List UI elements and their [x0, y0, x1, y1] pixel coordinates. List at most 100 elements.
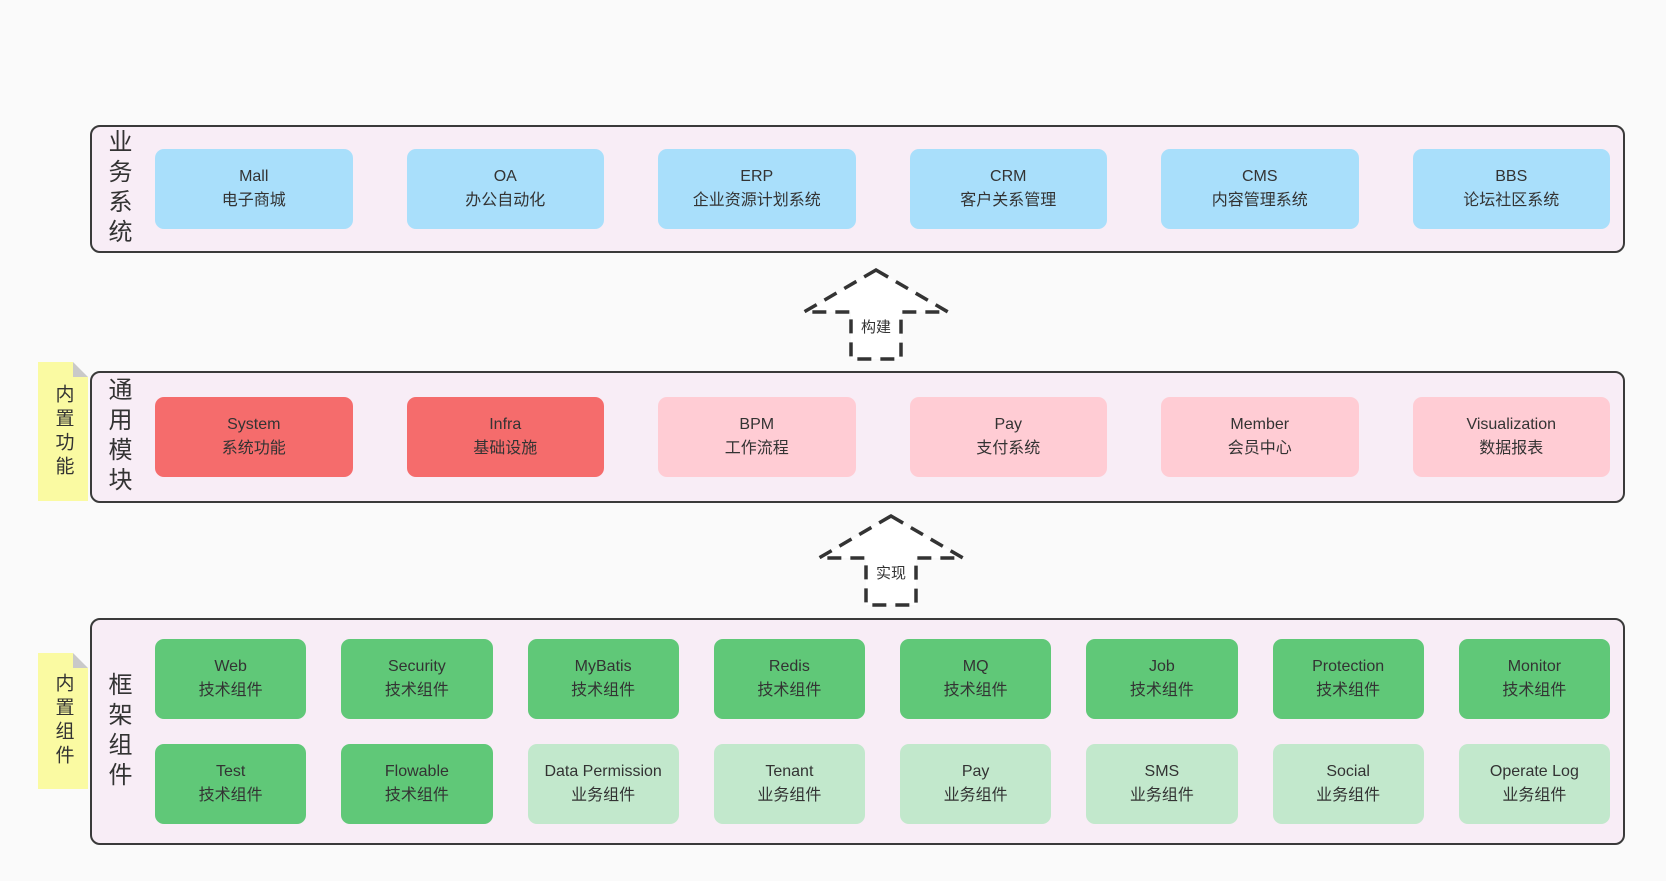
box-title: Redis	[768, 658, 810, 675]
box-title: BPM	[739, 416, 775, 433]
box-redis: Redis 技术组件	[713, 639, 865, 719]
business-systems-boxes: Mall 电子商城 OA 办公自动化 ERP 企业资源计划系统 CRM 客户关系…	[155, 127, 1610, 251]
box-job: Job 技术组件	[1086, 639, 1238, 719]
business-systems-label: 业务系统	[104, 129, 131, 249]
box-title: Pay	[961, 763, 990, 780]
folded-corner-icon	[73, 362, 88, 377]
box-title: Infra	[489, 416, 522, 433]
implement-arrow-label: 实现	[876, 565, 906, 582]
common-modules-container: 通用模块 System 系统功能 Infra 基础设施 BPM 工作流程 Pay…	[90, 371, 1625, 503]
box-subtitle: 数据报表	[1479, 440, 1544, 457]
box-title: MQ	[962, 658, 989, 675]
box-title: CRM	[990, 168, 1027, 185]
box-test: Test 技术组件	[155, 744, 307, 824]
box-title: Visualization	[1466, 416, 1557, 433]
box-subtitle: 业务组件	[1316, 787, 1381, 804]
box-subtitle: 企业资源计划系统	[692, 192, 821, 209]
framework-components-boxes: Web 技术组件 Security 技术组件 MyBatis 技术组件 Redi…	[155, 620, 1610, 843]
box-system: System 系统功能	[155, 397, 353, 477]
box-title: Job	[1148, 658, 1175, 675]
common-modules-boxes: System 系统功能 Infra 基础设施 BPM 工作流程 Pay 支付系统…	[155, 373, 1610, 501]
box-title: Tenant	[765, 763, 814, 780]
framework-components-container: 框架组件 Web 技术组件 Security 技术组件 MyBatis 技术组件…	[90, 618, 1625, 845]
box-web: Web 技术组件	[155, 639, 307, 719]
built-in-features-note: 内置功能	[38, 362, 88, 501]
box-title: SMS	[1144, 763, 1180, 780]
build-arrow-label: 构建	[861, 319, 891, 336]
box-subtitle: 技术组件	[384, 682, 449, 699]
box-title: Flowable	[384, 763, 449, 780]
box-subtitle: 业务组件	[1129, 787, 1194, 804]
box-title: Pay	[994, 416, 1023, 433]
box-cms: CMS 内容管理系统	[1161, 149, 1359, 229]
box-sms: SMS 业务组件	[1086, 744, 1238, 824]
box-crm: CRM 客户关系管理	[909, 149, 1107, 229]
box-bpm: BPM 工作流程	[658, 397, 856, 477]
box-subtitle: 业务组件	[571, 787, 636, 804]
box-subtitle: 技术组件	[1502, 682, 1567, 699]
box-title: Protection	[1312, 658, 1385, 675]
box-subtitle: 业务组件	[943, 787, 1008, 804]
business-systems-row: Mall 电子商城 OA 办公自动化 ERP 企业资源计划系统 CRM 客户关系…	[155, 149, 1610, 229]
box-title: Test	[215, 763, 246, 780]
box-title: OA	[493, 168, 517, 185]
box-title: BBS	[1495, 168, 1528, 185]
box-title: Operate Log	[1489, 763, 1579, 780]
box-subtitle: 业务组件	[757, 787, 822, 804]
box-subtitle: 办公自动化	[465, 192, 546, 209]
common-modules-label: 通用模块	[104, 377, 131, 497]
common-modules-row: System 系统功能 Infra 基础设施 BPM 工作流程 Pay 支付系统…	[155, 397, 1610, 477]
box-subtitle: 会员中心	[1227, 440, 1292, 457]
tech-components-row: Web 技术组件 Security 技术组件 MyBatis 技术组件 Redi…	[155, 639, 1610, 719]
box-flowable: Flowable 技术组件	[341, 744, 493, 824]
box-title: MyBatis	[574, 658, 632, 675]
box-subtitle: 业务组件	[1502, 787, 1567, 804]
box-operate-log: Operate Log 业务组件	[1458, 744, 1610, 824]
box-title: System	[227, 416, 281, 433]
box-monitor: Monitor 技术组件	[1458, 639, 1610, 719]
box-title: Mall	[239, 168, 269, 185]
up-arrow-icon	[800, 267, 952, 361]
box-erp: ERP 企业资源计划系统	[658, 149, 856, 229]
built-in-features-note-text: 内置功能	[52, 383, 74, 480]
box-mybatis: MyBatis 技术组件	[527, 639, 679, 719]
box-title: Monitor	[1507, 658, 1562, 675]
box-subtitle: 客户关系管理	[960, 192, 1057, 209]
built-in-components-note: 内置组件	[38, 653, 88, 789]
implement-arrow: 实现	[815, 513, 967, 607]
box-title: Data Permission	[544, 763, 662, 780]
box-pay-module: Pay 支付系统	[909, 397, 1107, 477]
box-subtitle: 技术组件	[198, 682, 263, 699]
box-subtitle: 技术组件	[1129, 682, 1194, 699]
box-infra: Infra 基础设施	[406, 397, 604, 477]
box-pay-component: Pay 业务组件	[900, 744, 1052, 824]
box-subtitle: 支付系统	[976, 440, 1041, 457]
box-data-permission: Data Permission 业务组件	[527, 744, 679, 824]
box-mall: Mall 电子商城	[155, 149, 353, 229]
built-in-components-note-text: 内置组件	[52, 673, 74, 769]
box-mq: MQ 技术组件	[900, 639, 1052, 719]
box-subtitle: 工作流程	[724, 440, 789, 457]
box-title: Social	[1326, 763, 1370, 780]
box-title: Member	[1230, 416, 1290, 433]
box-title: CMS	[1241, 168, 1278, 185]
folded-corner-icon	[73, 653, 88, 668]
box-subtitle: 技术组件	[198, 787, 263, 804]
framework-components-label: 框架组件	[104, 671, 131, 792]
box-title: Security	[387, 658, 446, 675]
business-systems-container: 业务系统 Mall 电子商城 OA 办公自动化 ERP 企业资源计划系统 CRM…	[90, 125, 1625, 253]
box-tenant: Tenant 业务组件	[713, 744, 865, 824]
box-title: ERP	[740, 168, 774, 185]
box-subtitle: 论坛社区系统	[1463, 192, 1560, 209]
box-subtitle: 基础设施	[473, 440, 538, 457]
build-arrow: 构建	[800, 267, 952, 361]
box-security: Security 技术组件	[341, 639, 493, 719]
box-title: Web	[214, 658, 247, 675]
box-subtitle: 技术组件	[757, 682, 822, 699]
box-member: Member 会员中心	[1161, 397, 1359, 477]
box-subtitle: 技术组件	[1316, 682, 1381, 699]
biz-components-row: Test 技术组件 Flowable 技术组件 Data Permission …	[155, 744, 1610, 824]
box-subtitle: 技术组件	[571, 682, 636, 699]
box-subtitle: 内容管理系统	[1211, 192, 1308, 209]
box-subtitle: 技术组件	[943, 682, 1008, 699]
